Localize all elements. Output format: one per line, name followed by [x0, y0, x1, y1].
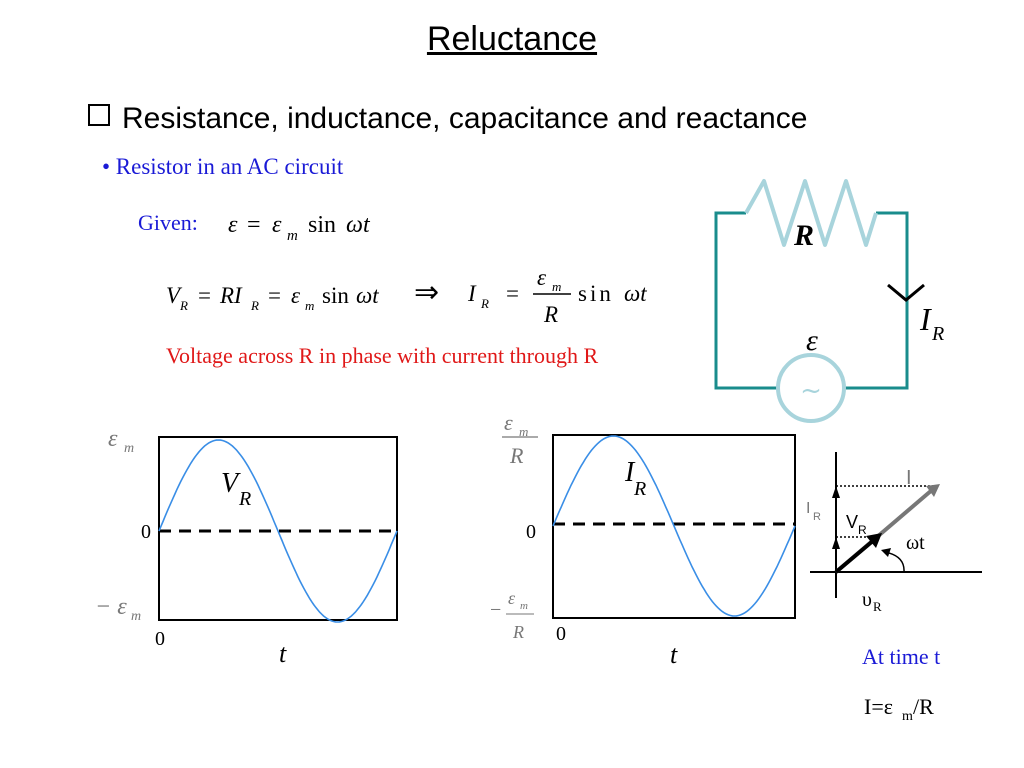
- vr-xlabel: t: [279, 639, 287, 668]
- current-arrow-icon: [887, 283, 925, 302]
- plot-ir: ε m R 0 − ε m R 0 t I R: [490, 410, 796, 669]
- ir-sine-curve: [552, 435, 796, 617]
- phasor-v-axis-label: υ: [862, 589, 872, 611]
- svg-text:m: m: [131, 609, 141, 624]
- implies-arrow-icon: ⇒: [414, 275, 439, 310]
- svg-text:=: =: [268, 283, 281, 308]
- phasor-vr-label: V: [846, 512, 858, 532]
- svg-text:=: =: [198, 283, 211, 308]
- ir-series-label: I: [624, 457, 636, 488]
- current-relation: I=ε m /R: [864, 694, 934, 724]
- ac-symbol: ~: [800, 376, 822, 406]
- svg-text:ε: ε: [508, 588, 516, 608]
- svg-text:R: R: [873, 599, 882, 614]
- svg-text:m: m: [552, 279, 561, 294]
- svg-text:RI: RI: [219, 283, 243, 308]
- plot-vr: ε m 0 − ε m 0 t V R: [95, 426, 398, 668]
- svg-text:m: m: [287, 228, 298, 244]
- ir-xlabel: t: [670, 640, 678, 669]
- svg-text:=: =: [506, 281, 519, 306]
- resistor-zigzag-icon: [744, 179, 878, 247]
- svg-text:ωt: ωt: [346, 212, 371, 238]
- resistor-label: R: [793, 219, 814, 252]
- section-heading: Resistance, inductance, capacitance and …: [88, 102, 807, 136]
- at-time-label: At time t: [862, 644, 940, 669]
- svg-text:V: V: [166, 283, 183, 308]
- svg-text:I=ε: I=ε: [864, 694, 893, 719]
- svg-text:R: R: [509, 443, 524, 468]
- phasor-ir-label: I: [806, 500, 810, 517]
- ir-x-origin-label: 0: [556, 623, 566, 645]
- phasor-diagram: I I R V R ωt υ R: [806, 452, 982, 614]
- svg-text:m: m: [520, 600, 528, 612]
- vr-ymin-label: − ε: [95, 594, 127, 620]
- svg-text:R: R: [512, 622, 524, 642]
- svg-text:R: R: [813, 511, 821, 523]
- svg-text:R: R: [931, 323, 944, 345]
- svg-text:m: m: [519, 424, 528, 439]
- svg-text:=: =: [247, 212, 261, 238]
- bullet-text: • Resistor in an AC circuit: [102, 154, 344, 179]
- current-label: I: [919, 301, 932, 337]
- vr-x-origin-label: 0: [155, 628, 165, 650]
- svg-text:R: R: [858, 523, 867, 537]
- phasor-i-label: I: [906, 467, 912, 489]
- svg-text:sin: sin: [322, 283, 349, 308]
- svg-text:ε: ε: [228, 212, 238, 238]
- svg-text:m: m: [305, 298, 314, 313]
- checkbox-icon: [88, 104, 110, 126]
- svg-text:ωt: ωt: [624, 281, 647, 306]
- vr-series-label: V: [221, 468, 241, 499]
- slide-title: Reluctance: [426, 20, 598, 58]
- svg-text:I: I: [467, 281, 477, 306]
- vr-ymax-label: ε: [108, 426, 118, 452]
- vr-zero-label: 0: [141, 521, 151, 543]
- ir-zero-label: 0: [526, 521, 536, 543]
- svg-text:ε: ε: [272, 212, 282, 238]
- svg-text:/R: /R: [913, 694, 934, 719]
- given-equation: ε = ε m sin ωt: [228, 212, 371, 244]
- vr-equation: V R = RI R = ε m sin ωt: [166, 283, 379, 313]
- svg-text:m: m: [124, 441, 134, 456]
- ir-ymax-label: ε: [504, 410, 513, 435]
- circuit-wire: [714, 211, 779, 390]
- svg-text:sin: sin: [578, 281, 614, 306]
- svg-text:m: m: [902, 709, 913, 724]
- svg-text:R: R: [633, 478, 646, 500]
- phasor-angle-label: ωt: [906, 532, 925, 554]
- emf-label: ε: [806, 324, 818, 357]
- svg-text:sin: sin: [308, 212, 336, 238]
- ac-source-icon: [776, 353, 846, 423]
- svg-text:R: R: [250, 298, 259, 313]
- vr-sine-curve: [158, 439, 398, 623]
- svg-text:R: R: [543, 302, 558, 327]
- svg-text:R: R: [179, 298, 188, 313]
- ir-equation: I R = ε m R sin ωt: [467, 265, 647, 327]
- svg-text:ε: ε: [537, 265, 547, 290]
- svg-text:R: R: [480, 296, 489, 311]
- svg-text:ε: ε: [291, 283, 301, 308]
- svg-text:ωt: ωt: [356, 283, 379, 308]
- ir-ymin-label: −: [490, 599, 501, 621]
- given-label: Given:: [138, 210, 198, 235]
- phase-note: Voltage across R in phase with current t…: [166, 343, 599, 368]
- circuit-wire: [844, 211, 909, 390]
- svg-text:R: R: [238, 488, 251, 510]
- circuit-diagram: ~ R ε I R: [708, 179, 944, 423]
